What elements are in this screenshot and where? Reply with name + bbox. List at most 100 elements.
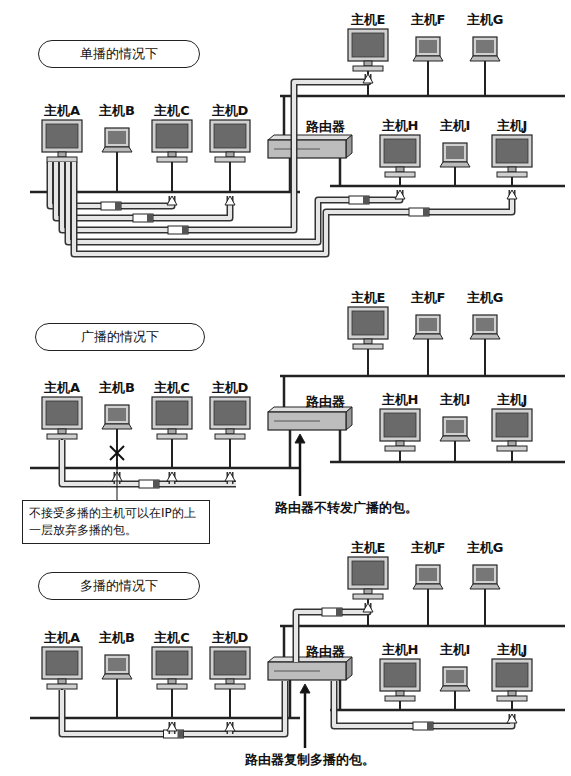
arrow-head bbox=[167, 722, 177, 731]
arrow-head bbox=[225, 722, 235, 731]
monitor-base bbox=[385, 446, 415, 451]
monitor-screen bbox=[384, 413, 416, 437]
router-link bbox=[289, 430, 292, 468]
packet-path bbox=[62, 74, 368, 230]
host-label: 主机D bbox=[212, 380, 249, 396]
callout-box: 不接受多播的主机可以在IP的上一层放弃多播的包。 bbox=[22, 500, 210, 544]
host-drop-line bbox=[454, 441, 456, 462]
monitor-base bbox=[47, 157, 77, 162]
router-link bbox=[289, 680, 292, 718]
packet-path bbox=[296, 603, 368, 662]
reject-mark bbox=[110, 446, 124, 460]
host-drop-line bbox=[511, 451, 513, 462]
monitor-stand bbox=[364, 61, 372, 66]
monitor-icon bbox=[152, 647, 192, 679]
monitor-screen bbox=[384, 663, 416, 687]
laptop-screen bbox=[419, 568, 437, 581]
packet-icon bbox=[133, 214, 153, 222]
host-label: 主机E bbox=[351, 290, 386, 306]
host-label: 主机G bbox=[467, 540, 504, 556]
laptop-base bbox=[440, 686, 470, 691]
host-drop-line bbox=[116, 152, 118, 192]
arrow-head bbox=[295, 434, 305, 443]
monitor-stand bbox=[58, 152, 66, 157]
monitor-stand bbox=[396, 441, 404, 446]
monitor-icon bbox=[348, 307, 388, 339]
monitor-base bbox=[497, 446, 527, 451]
lan-bus bbox=[30, 467, 300, 470]
host-label: 主机B bbox=[99, 630, 135, 646]
host-drop-line bbox=[229, 439, 231, 468]
packet-path bbox=[74, 162, 512, 254]
packet-header bbox=[363, 196, 369, 204]
host-label: 主机C bbox=[154, 380, 190, 396]
host-drop-line bbox=[511, 177, 513, 186]
host-drop-line bbox=[511, 701, 513, 710]
monitor-icon bbox=[152, 120, 192, 152]
host-label: 主机C bbox=[154, 103, 190, 119]
monitor-stand bbox=[396, 167, 404, 172]
laptop-icon bbox=[443, 143, 467, 162]
monitor-icon bbox=[380, 409, 420, 441]
arrow-head bbox=[225, 196, 235, 205]
host-label: 主机E bbox=[351, 12, 386, 28]
host-drop-line bbox=[399, 177, 401, 186]
laptop-icon bbox=[416, 565, 440, 584]
host-label: 主机D bbox=[212, 103, 249, 119]
arrow-head bbox=[167, 472, 177, 481]
monitor-icon bbox=[348, 557, 388, 589]
monitor-base bbox=[215, 157, 245, 162]
laptop-screen bbox=[419, 40, 437, 53]
packet-icon bbox=[168, 226, 188, 234]
lan-bus bbox=[280, 375, 565, 378]
monitor-stand bbox=[58, 429, 66, 434]
host-drop-line bbox=[229, 162, 231, 192]
monitor-screen bbox=[384, 139, 416, 163]
monitor-stand bbox=[168, 152, 176, 157]
laptop-icon bbox=[105, 655, 129, 674]
monitor-stand bbox=[508, 167, 516, 172]
laptop-icon bbox=[473, 37, 497, 56]
monitor-screen bbox=[156, 124, 188, 148]
note-text: 路由器不转发广播的包。 bbox=[275, 500, 418, 516]
monitor-base bbox=[157, 684, 187, 689]
host-drop-line bbox=[399, 451, 401, 462]
packet-header bbox=[178, 730, 184, 738]
host-label: 主机G bbox=[467, 12, 504, 28]
monitor-base bbox=[47, 684, 77, 689]
packet-icon bbox=[349, 196, 369, 204]
laptop-icon bbox=[416, 37, 440, 56]
host-label: 主机B bbox=[99, 380, 135, 396]
host-label: 主机H bbox=[382, 118, 419, 134]
router-top bbox=[268, 135, 352, 140]
laptop-screen bbox=[446, 146, 464, 159]
monitor-icon bbox=[492, 135, 532, 167]
host-drop-line bbox=[171, 689, 173, 718]
packet-path bbox=[68, 162, 400, 242]
reject-mark bbox=[110, 446, 124, 460]
monitor-stand bbox=[226, 679, 234, 684]
laptop-base bbox=[470, 56, 500, 61]
leader-line bbox=[117, 463, 118, 500]
monitor-stand bbox=[226, 152, 234, 157]
packet-icon bbox=[101, 202, 121, 210]
monitor-screen bbox=[156, 401, 188, 425]
arrow-head bbox=[225, 472, 235, 481]
arrow-head bbox=[363, 603, 373, 612]
router-link bbox=[283, 96, 286, 140]
packet-path bbox=[68, 162, 400, 242]
lan-bus bbox=[330, 185, 565, 188]
host-label: 主机H bbox=[382, 642, 419, 658]
host-label: 主机J bbox=[497, 642, 528, 658]
note-arrow bbox=[299, 442, 302, 496]
monitor-stand bbox=[168, 429, 176, 434]
host-label: 主机C bbox=[154, 630, 190, 646]
laptop-base bbox=[413, 56, 443, 61]
monitor-base bbox=[497, 696, 527, 701]
host-label: 主机B bbox=[99, 103, 135, 119]
monitor-icon bbox=[380, 135, 420, 167]
packet-icon bbox=[413, 722, 433, 730]
packet-path bbox=[62, 440, 236, 484]
packet-header bbox=[423, 208, 429, 216]
laptop-screen bbox=[108, 131, 126, 144]
